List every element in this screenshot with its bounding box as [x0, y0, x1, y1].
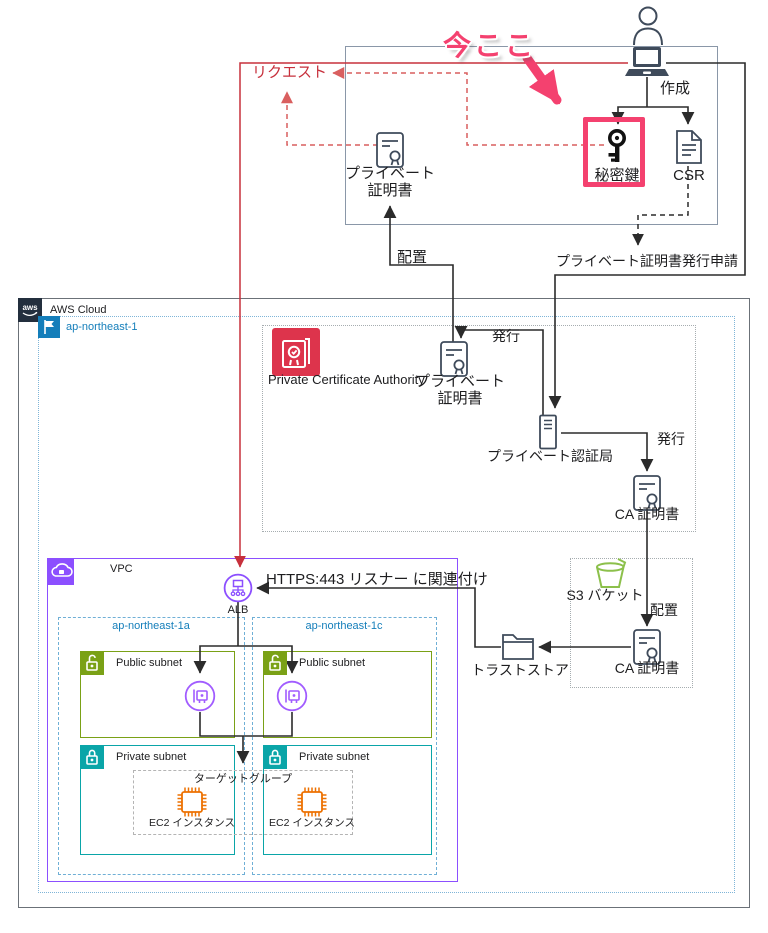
private-cert-cloud-label: プライベート 証明書	[414, 373, 505, 408]
ec2-1c-label: EC2 インスタンス	[269, 817, 355, 829]
public-subnet-1c-label: Public subnet	[299, 657, 366, 669]
deploy-label: 配置	[397, 249, 428, 266]
alb-label: ALB	[227, 604, 249, 616]
ec2-node-1a	[174, 784, 210, 825]
ca-cert-deployed-label: CA 証明書	[614, 660, 680, 676]
network-interface-icon	[184, 680, 216, 712]
ca-cert-deployed-node	[632, 628, 662, 671]
s3-group-frame	[570, 558, 693, 688]
s3-bucket-icon	[596, 558, 627, 588]
ca-cert-label: CA 証明書	[614, 506, 680, 522]
certificate-icon	[633, 629, 661, 665]
region-label: ap-northeast-1	[66, 321, 138, 333]
private-subnet-1c-frame	[263, 745, 432, 855]
deploy-s3-label: 配置	[650, 602, 678, 618]
az-1c-label: ap-northeast-1c	[305, 620, 383, 632]
issue-ca-label: 発行	[657, 431, 685, 447]
az-1a-frame	[58, 617, 245, 875]
create-label: 作成	[660, 80, 691, 97]
private-subnet-icon	[80, 745, 104, 769]
trust-store-label: トラストストア	[471, 662, 569, 678]
target-group-frame	[133, 770, 353, 835]
now-here-annotation: 今ここ	[443, 30, 537, 61]
aws-cloud-label: AWS Cloud	[50, 304, 107, 316]
private-subnet-icon	[263, 745, 287, 769]
issuance-request-label: プライベート証明書発行申請	[556, 253, 738, 269]
target-group-label: ターゲットグループ	[193, 773, 293, 785]
public-subnet-1c-frame	[263, 651, 432, 738]
issue-cert-label: 発行	[492, 328, 520, 344]
ec2-chip-icon	[177, 787, 207, 817]
private-subnet-1a-label: Private subnet	[116, 751, 187, 763]
private-subnet-1a-frame	[80, 745, 235, 855]
vpc-label: VPC	[110, 563, 133, 575]
private-certificate-authority-icon	[272, 328, 320, 376]
private-key-highlight-box	[583, 117, 645, 187]
listener-assoc-label: HTTPS:443 リスナー に関連付け	[266, 571, 488, 588]
ca-server-icon	[539, 414, 557, 450]
region-flag-icon	[38, 316, 60, 338]
csr-document-icon	[676, 130, 702, 164]
ca-cert-node	[632, 474, 662, 517]
csr-label: CSR	[673, 167, 705, 184]
private-ca-label: プライベート認証局	[487, 448, 613, 464]
ec2-1a-label: EC2 インスタンス	[149, 817, 235, 829]
trust-store-node	[501, 630, 535, 667]
folder-icon	[502, 634, 534, 660]
certificate-icon	[376, 132, 404, 168]
ec2-chip-icon	[297, 787, 327, 817]
az-1a-label: ap-northeast-1a	[112, 620, 190, 632]
eni-node-1c	[276, 680, 308, 717]
public-subnet-icon	[80, 651, 104, 675]
s3-bucket-label: S3 バケット	[566, 587, 644, 603]
csr-node	[675, 129, 703, 170]
public-subnet-1a-frame	[80, 651, 235, 738]
public-subnet-1a-label: Public subnet	[116, 657, 183, 669]
public-subnet-icon	[263, 651, 287, 675]
ec2-node-1c	[294, 784, 330, 825]
vpc-icon	[47, 558, 74, 585]
svg-text:aws: aws	[22, 303, 38, 312]
laptop-icon	[625, 47, 669, 76]
eni-node-1a	[184, 680, 216, 717]
person-icon	[633, 6, 663, 46]
private-cert-client-label: プライベート 証明書	[344, 165, 435, 200]
private-subnet-1c-label: Private subnet	[299, 751, 370, 763]
certificate-icon	[633, 475, 661, 511]
request-label: リクエスト	[252, 64, 328, 81]
alb-icon	[223, 573, 253, 603]
alb-node	[223, 573, 253, 608]
user-node	[628, 4, 668, 51]
network-interface-icon	[276, 680, 308, 712]
pca-group-frame	[262, 325, 696, 532]
